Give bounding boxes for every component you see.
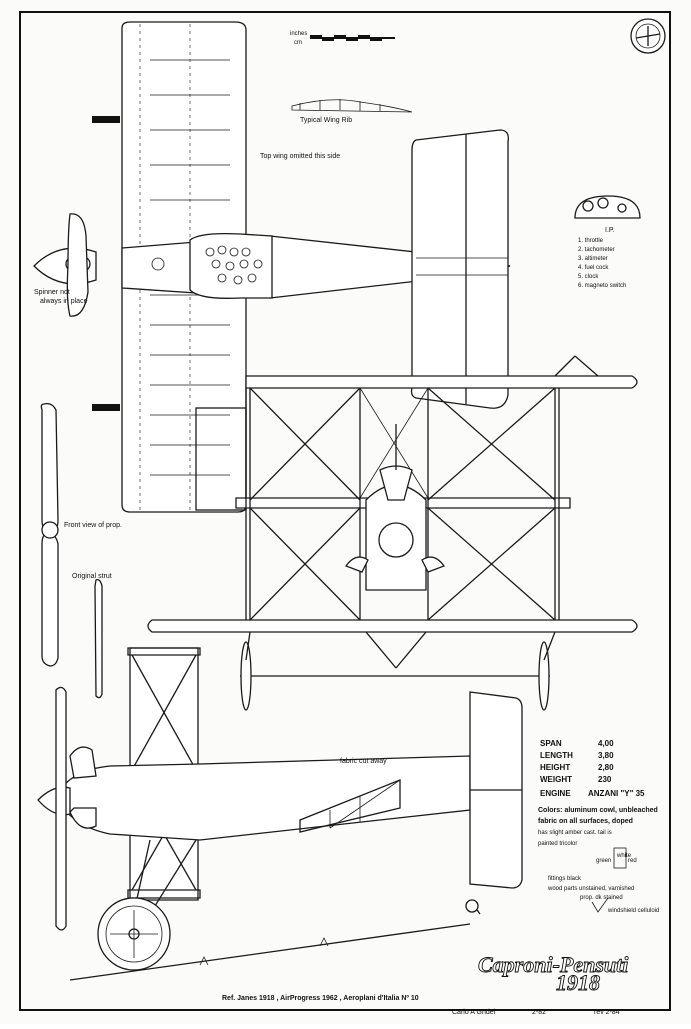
- aircraft-title-name: Caproni-Pensuti: [478, 952, 629, 977]
- ip-item-1: 1. throttle: [578, 238, 604, 244]
- ip-title: I.P.: [605, 227, 615, 234]
- tail-green: green: [596, 858, 611, 864]
- ip-item-3: 3. altimeter: [578, 256, 608, 262]
- spec-height-value: 2,80: [598, 763, 614, 772]
- spinner-note-line1: Spinner not: [34, 289, 70, 296]
- spec-engine-value: ANZANI "Y" 35: [588, 789, 645, 798]
- scale-bar: inches cm: [290, 31, 395, 46]
- original-strut-drawing: [94, 578, 103, 699]
- original-strut-label: Original strut: [72, 573, 112, 580]
- prop-front-view: [40, 402, 59, 667]
- top-view: [33, 21, 511, 513]
- reference-line: Ref. Janes 1918 , AirProgress 1962 , Aer…: [222, 995, 419, 1002]
- revision-date: rev 2-84: [594, 1009, 620, 1016]
- tail-white: white: [616, 853, 632, 859]
- wood-note-1: wood parts unstained, varnished: [547, 886, 634, 892]
- spec-engine-label: ENGINE: [540, 789, 571, 798]
- spec-height-label: HEIGHT: [540, 763, 570, 772]
- ip-item-6: 6. magneto switch: [578, 283, 626, 289]
- front-prop-label: Front view of prop.: [64, 522, 122, 529]
- wing-rib-label: Typical Wing Rib: [300, 117, 352, 124]
- wood-note-2: prop. dk stained: [580, 895, 623, 901]
- ip-item-5: 5. clock: [578, 274, 599, 280]
- side-view: [37, 647, 523, 981]
- engine-cylinders: [205, 245, 263, 285]
- aircraft-title-year: 1918: [556, 970, 600, 995]
- colors-line1: Colors: aluminum cowl, unbleached: [538, 807, 658, 814]
- scale-unit-inches: inches: [290, 31, 307, 37]
- colors-line4: painted tricolor: [538, 841, 577, 847]
- colors-line2: fabric on all surfaces, doped: [538, 818, 633, 825]
- spec-span-label: SPAN: [540, 739, 562, 748]
- ip-item-4: 4. fuel cock: [578, 265, 609, 271]
- front-view: [147, 355, 638, 711]
- top-wing-note: Top wing omitted this side: [260, 153, 340, 160]
- instrument-panel-drawing: [574, 195, 641, 219]
- spec-weight-value: 230: [598, 775, 612, 784]
- fabric-cut-label: fabric cut away: [340, 758, 387, 765]
- drawing-date: 2-82: [532, 1009, 546, 1016]
- wing-rib-drawing: [291, 99, 413, 113]
- ip-item-2: 2. tachometer: [578, 247, 615, 253]
- fittings-note: fittings black: [548, 876, 582, 882]
- colors-line3: has slight amber cast. tail is: [538, 830, 612, 836]
- sheet-border: [19, 11, 671, 1011]
- windshield-note: windshield celluloid: [607, 908, 659, 914]
- spec-span-value: 4,00: [598, 739, 614, 748]
- spinner-note-line2: always in place: [40, 298, 88, 305]
- spec-length-value: 3,80: [598, 751, 614, 760]
- colors-note: Colors: aluminum cowl, unbleached fabric…: [538, 807, 659, 914]
- scale-unit-cm: cm: [294, 40, 302, 46]
- author-name: Carlo A Gndel: [452, 1009, 496, 1016]
- spec-table: SPAN 4,00 LENGTH 3,80 HEIGHT 2,80 WEIGHT…: [540, 739, 645, 798]
- publisher-logo: [630, 18, 666, 54]
- spec-length-label: LENGTH: [540, 751, 573, 760]
- spec-weight-label: WEIGHT: [540, 775, 572, 784]
- tail-red: red: [628, 858, 637, 864]
